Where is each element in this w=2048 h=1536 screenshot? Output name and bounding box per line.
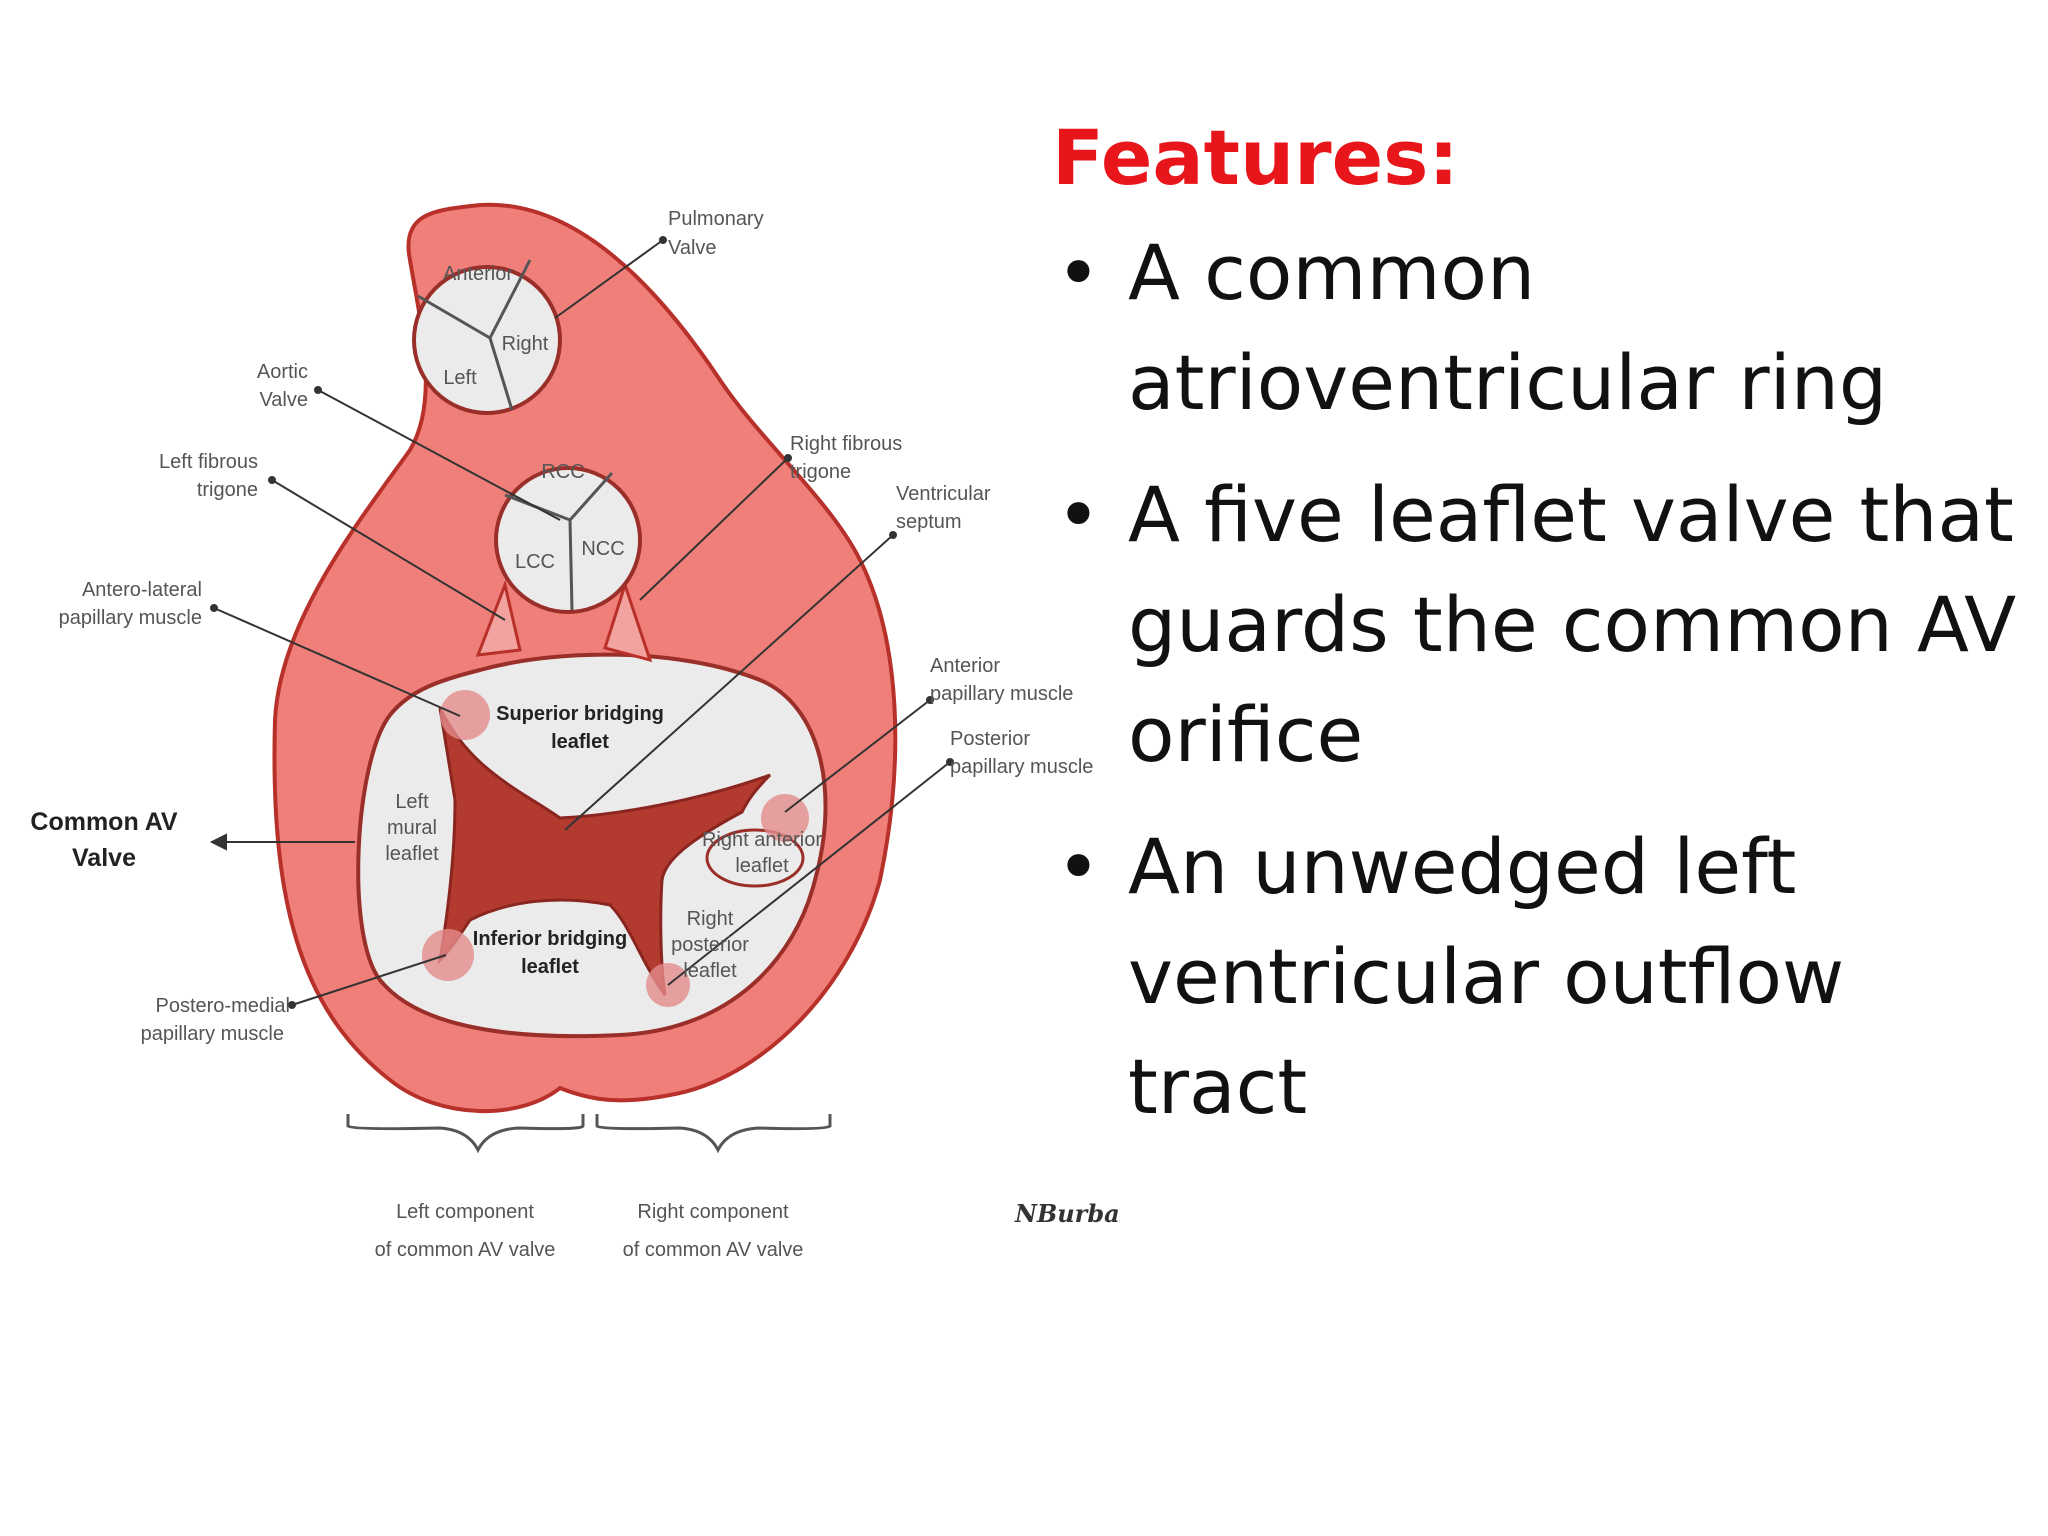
right-fibrous-trigone-label-line1: Right fibrous bbox=[790, 433, 902, 455]
features-list: • A common atrioventricular ring • A five … bbox=[1048, 218, 2038, 1142]
aortic-commissure bbox=[568, 519, 574, 611]
right-posterior-leaflet-label-line1: Right bbox=[687, 908, 734, 930]
right-posterior-leaflet-label-line2: posterior bbox=[671, 934, 749, 956]
feature-item: • A common atrioventricular ring bbox=[1048, 218, 2038, 438]
pulmonary-valve bbox=[412, 265, 562, 415]
feature-item: • A five leaflet valve that guards the co… bbox=[1048, 460, 2038, 790]
left-fibrous-trigone-label-line2: trigone bbox=[197, 479, 258, 501]
right-fibrous-trigone-label-line2: trigone bbox=[790, 461, 851, 483]
left-component-brace bbox=[346, 1114, 585, 1154]
inferior-bridging-leaflet-label-line2: leaflet bbox=[521, 956, 579, 978]
antero-lateral-label-line2: papillary muscle bbox=[59, 607, 202, 629]
inferior-bridging-leaflet-label-line1: Inferior bridging bbox=[473, 928, 627, 950]
ventricular-septum-label-line1: Ventricular bbox=[896, 483, 991, 505]
features-panel: Features: • A common atrioventricular rin… bbox=[1048, 110, 2038, 1164]
antero-lateral-label-line1: Antero-lateral bbox=[82, 579, 202, 601]
postero-medial-label-line1: Postero-medial bbox=[155, 995, 290, 1017]
left-component-label-line2: of common AV valve bbox=[375, 1239, 556, 1261]
pulmonary-valve-label-line2: Valve bbox=[668, 237, 717, 259]
bullet-icon: • bbox=[1056, 470, 1101, 559]
left-mural-leaflet-label-line2: mural bbox=[387, 817, 437, 839]
pulmonary-commissure bbox=[488, 259, 532, 339]
cusp-lcc-label: LCC bbox=[515, 551, 555, 573]
superior-bridging-leaflet-label-line2: leaflet bbox=[551, 731, 609, 753]
left-mural-leaflet-label-line3: leaflet bbox=[385, 843, 439, 865]
pulmonary-commissure bbox=[417, 294, 491, 340]
feature-text: An unwedged left ventricular outflow tra… bbox=[1128, 822, 1845, 1131]
cusp-rcc-label: RCC bbox=[541, 461, 584, 483]
anterior-papillary-muscle bbox=[761, 794, 809, 842]
postero-medial-label-line2: papillary muscle bbox=[141, 1023, 284, 1045]
aortic-valve-label-line1: Aortic bbox=[257, 361, 308, 383]
feature-item: • An unwedged left ventricular outflow tr… bbox=[1048, 812, 2038, 1142]
left-component-label-line1: Left component bbox=[396, 1201, 534, 1223]
posterior-papillary-label-line2: papillary muscle bbox=[950, 756, 1093, 778]
right-anterior-leaflet-label-line2: leaflet bbox=[735, 855, 789, 877]
bullet-icon: • bbox=[1056, 822, 1101, 911]
features-heading: Features: bbox=[1052, 113, 1459, 202]
anterior-papillary-label-line2: papillary muscle bbox=[930, 683, 1073, 705]
pulmonary-commissure bbox=[488, 337, 514, 411]
right-fibrous-trigone bbox=[603, 580, 653, 663]
antero-lateral-papillary-muscle bbox=[440, 690, 490, 740]
postero-medial-papillary-muscle bbox=[422, 929, 474, 981]
right-component-brace bbox=[595, 1114, 832, 1154]
left-mural-leaflet-label-line1: Left bbox=[395, 791, 429, 813]
left-fibrous-trigone-label-line1: Left fibrous bbox=[159, 451, 258, 473]
posterior-papillary-label-line1: Posterior bbox=[950, 728, 1030, 750]
av-canal-diagram: Anterior Right Left RCC LCC NCC Pulmonar… bbox=[30, 202, 1120, 1261]
right-component-label-line2: of common AV valve bbox=[623, 1239, 804, 1261]
cusp-right-label: Right bbox=[502, 333, 549, 355]
left-fibrous-trigone bbox=[475, 579, 522, 657]
right-posterior-leaflet-label-line3: leaflet bbox=[683, 960, 737, 982]
leader-lines bbox=[209, 236, 954, 1009]
anterior-papillary-label-line1: Anterior bbox=[930, 655, 1000, 677]
right-component-label-line1: Right component bbox=[637, 1201, 789, 1223]
ventricular-septum-label-line2: septum bbox=[896, 511, 962, 533]
bullet-icon: • bbox=[1056, 228, 1101, 317]
right-anterior-leaflet-bubble bbox=[705, 828, 805, 888]
pulmonary-valve-label-line1: Pulmonary bbox=[668, 208, 764, 230]
superior-bridging-leaflet-label-line1: Superior bridging bbox=[496, 703, 664, 725]
cusp-left-label: Left bbox=[443, 367, 477, 389]
feature-text: A five leaflet valve that guards the com… bbox=[1128, 470, 2017, 779]
cusp-anterior-label: Anterior bbox=[443, 263, 513, 285]
aortic-valve-label-line2: Valve bbox=[259, 389, 308, 411]
right-anterior-leaflet-label-line1: Right anterior bbox=[702, 829, 822, 851]
artist-signature: NBurbas bbox=[1014, 1199, 1120, 1228]
aortic-commissure bbox=[568, 472, 614, 521]
cusp-ncc-label: NCC bbox=[581, 538, 624, 560]
common-av-valve-label-line2: Valve bbox=[72, 844, 136, 872]
common-av-valve-label-line1: Common AV bbox=[30, 808, 178, 836]
feature-text: A common atrioventricular ring bbox=[1128, 228, 1888, 427]
